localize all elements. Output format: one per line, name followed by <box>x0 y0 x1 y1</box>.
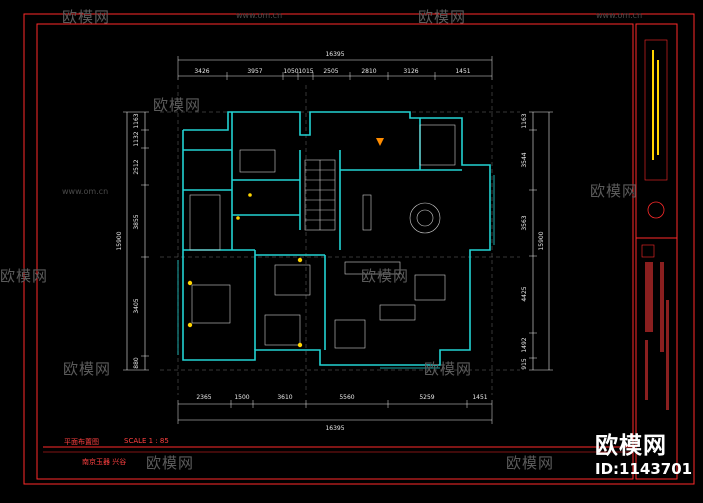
dim-right-2: 3544 <box>521 152 528 167</box>
dim-right-6: 915 <box>521 358 528 370</box>
dim-right-5: 1492 <box>521 337 528 352</box>
outer-frame <box>23 13 695 485</box>
brand-logo-text: 欧模网 <box>595 433 667 459</box>
dim-bottom-4: 5560 <box>339 394 354 401</box>
axis-grid-lines <box>160 85 520 395</box>
dim-top-6: 2810 <box>361 68 376 75</box>
dim-left-total: 15900 <box>116 231 123 250</box>
watermark-brand: 欧模网 <box>361 267 410 285</box>
watermark-brand: 欧模网 <box>153 96 202 114</box>
title-block-cell <box>644 39 668 181</box>
dim-right-4: 4425 <box>521 286 528 301</box>
watermark-brand: 欧模网 <box>418 8 467 26</box>
walls <box>182 111 491 366</box>
inner-frame <box>36 23 634 480</box>
dim-top-4: 1015 <box>298 68 313 75</box>
drawing-scale: SCALE 1 : 85 <box>124 437 169 445</box>
dim-top-7: 3126 <box>403 68 418 75</box>
dim-bottom-total: 16395 <box>325 425 344 432</box>
dimension-labels: 16395 3426 3957 1050 1015 2505 2810 3126… <box>116 51 545 432</box>
fixture-markers <box>187 193 303 348</box>
dim-left-3: 2512 <box>133 159 140 174</box>
watermark-brand: 欧模网 <box>506 454 555 472</box>
watermark-brand: 欧模网 <box>590 182 639 200</box>
watermark-url: www.om.cn <box>236 11 283 20</box>
dim-top-3: 1050 <box>283 68 298 75</box>
dim-left-6: 880 <box>133 357 140 369</box>
dim-bottom-3: 3610 <box>277 394 292 401</box>
drawing-title: 平面布置图 <box>64 438 99 446</box>
model-id-label: ID:1143701 <box>595 460 693 478</box>
dim-top-5: 2505 <box>323 68 338 75</box>
dim-top-1: 3426 <box>194 68 209 75</box>
watermark-url: www.om.cn <box>596 11 643 20</box>
watermark-brand: 欧模网 <box>146 454 195 472</box>
dim-right-total: 15900 <box>538 231 545 250</box>
dim-right-1: 1163 <box>521 113 528 128</box>
dim-left-1: 1163 <box>133 113 140 128</box>
title-block-vertical-text <box>652 50 659 160</box>
dimension-ticks <box>123 56 553 424</box>
title-block <box>635 23 678 480</box>
watermark-brand: 欧模网 <box>62 8 111 26</box>
dim-left-2: 1132 <box>133 131 140 146</box>
dim-left-5: 3405 <box>133 298 140 313</box>
dim-bottom-2: 1500 <box>234 394 249 401</box>
watermark-brand: 欧模网 <box>0 267 49 285</box>
dim-bottom-1: 2365 <box>196 394 211 401</box>
dim-bottom-6: 1451 <box>472 394 487 401</box>
watermark-brand: 欧模网 <box>63 360 112 378</box>
entrance-arrow-icon <box>376 138 384 146</box>
stair <box>304 159 336 231</box>
dim-top-total: 16395 <box>325 51 344 58</box>
title-block-stamps <box>641 244 669 410</box>
dimension-lines <box>126 59 550 421</box>
dim-bottom-5: 5259 <box>419 394 434 401</box>
dim-top-8: 1451 <box>455 68 470 75</box>
watermark-brand: 欧模网 <box>424 360 473 378</box>
drawing-subtitle: 南京玉器 兴谷 <box>82 458 127 466</box>
window-lines <box>177 175 495 369</box>
furniture <box>189 124 456 349</box>
dim-right-3: 3563 <box>521 215 528 230</box>
watermark-url: www.om.cn <box>62 187 109 196</box>
dim-left-4: 3855 <box>133 214 140 229</box>
logo-seal-icon <box>647 201 665 219</box>
dim-top-2: 3957 <box>247 68 262 75</box>
